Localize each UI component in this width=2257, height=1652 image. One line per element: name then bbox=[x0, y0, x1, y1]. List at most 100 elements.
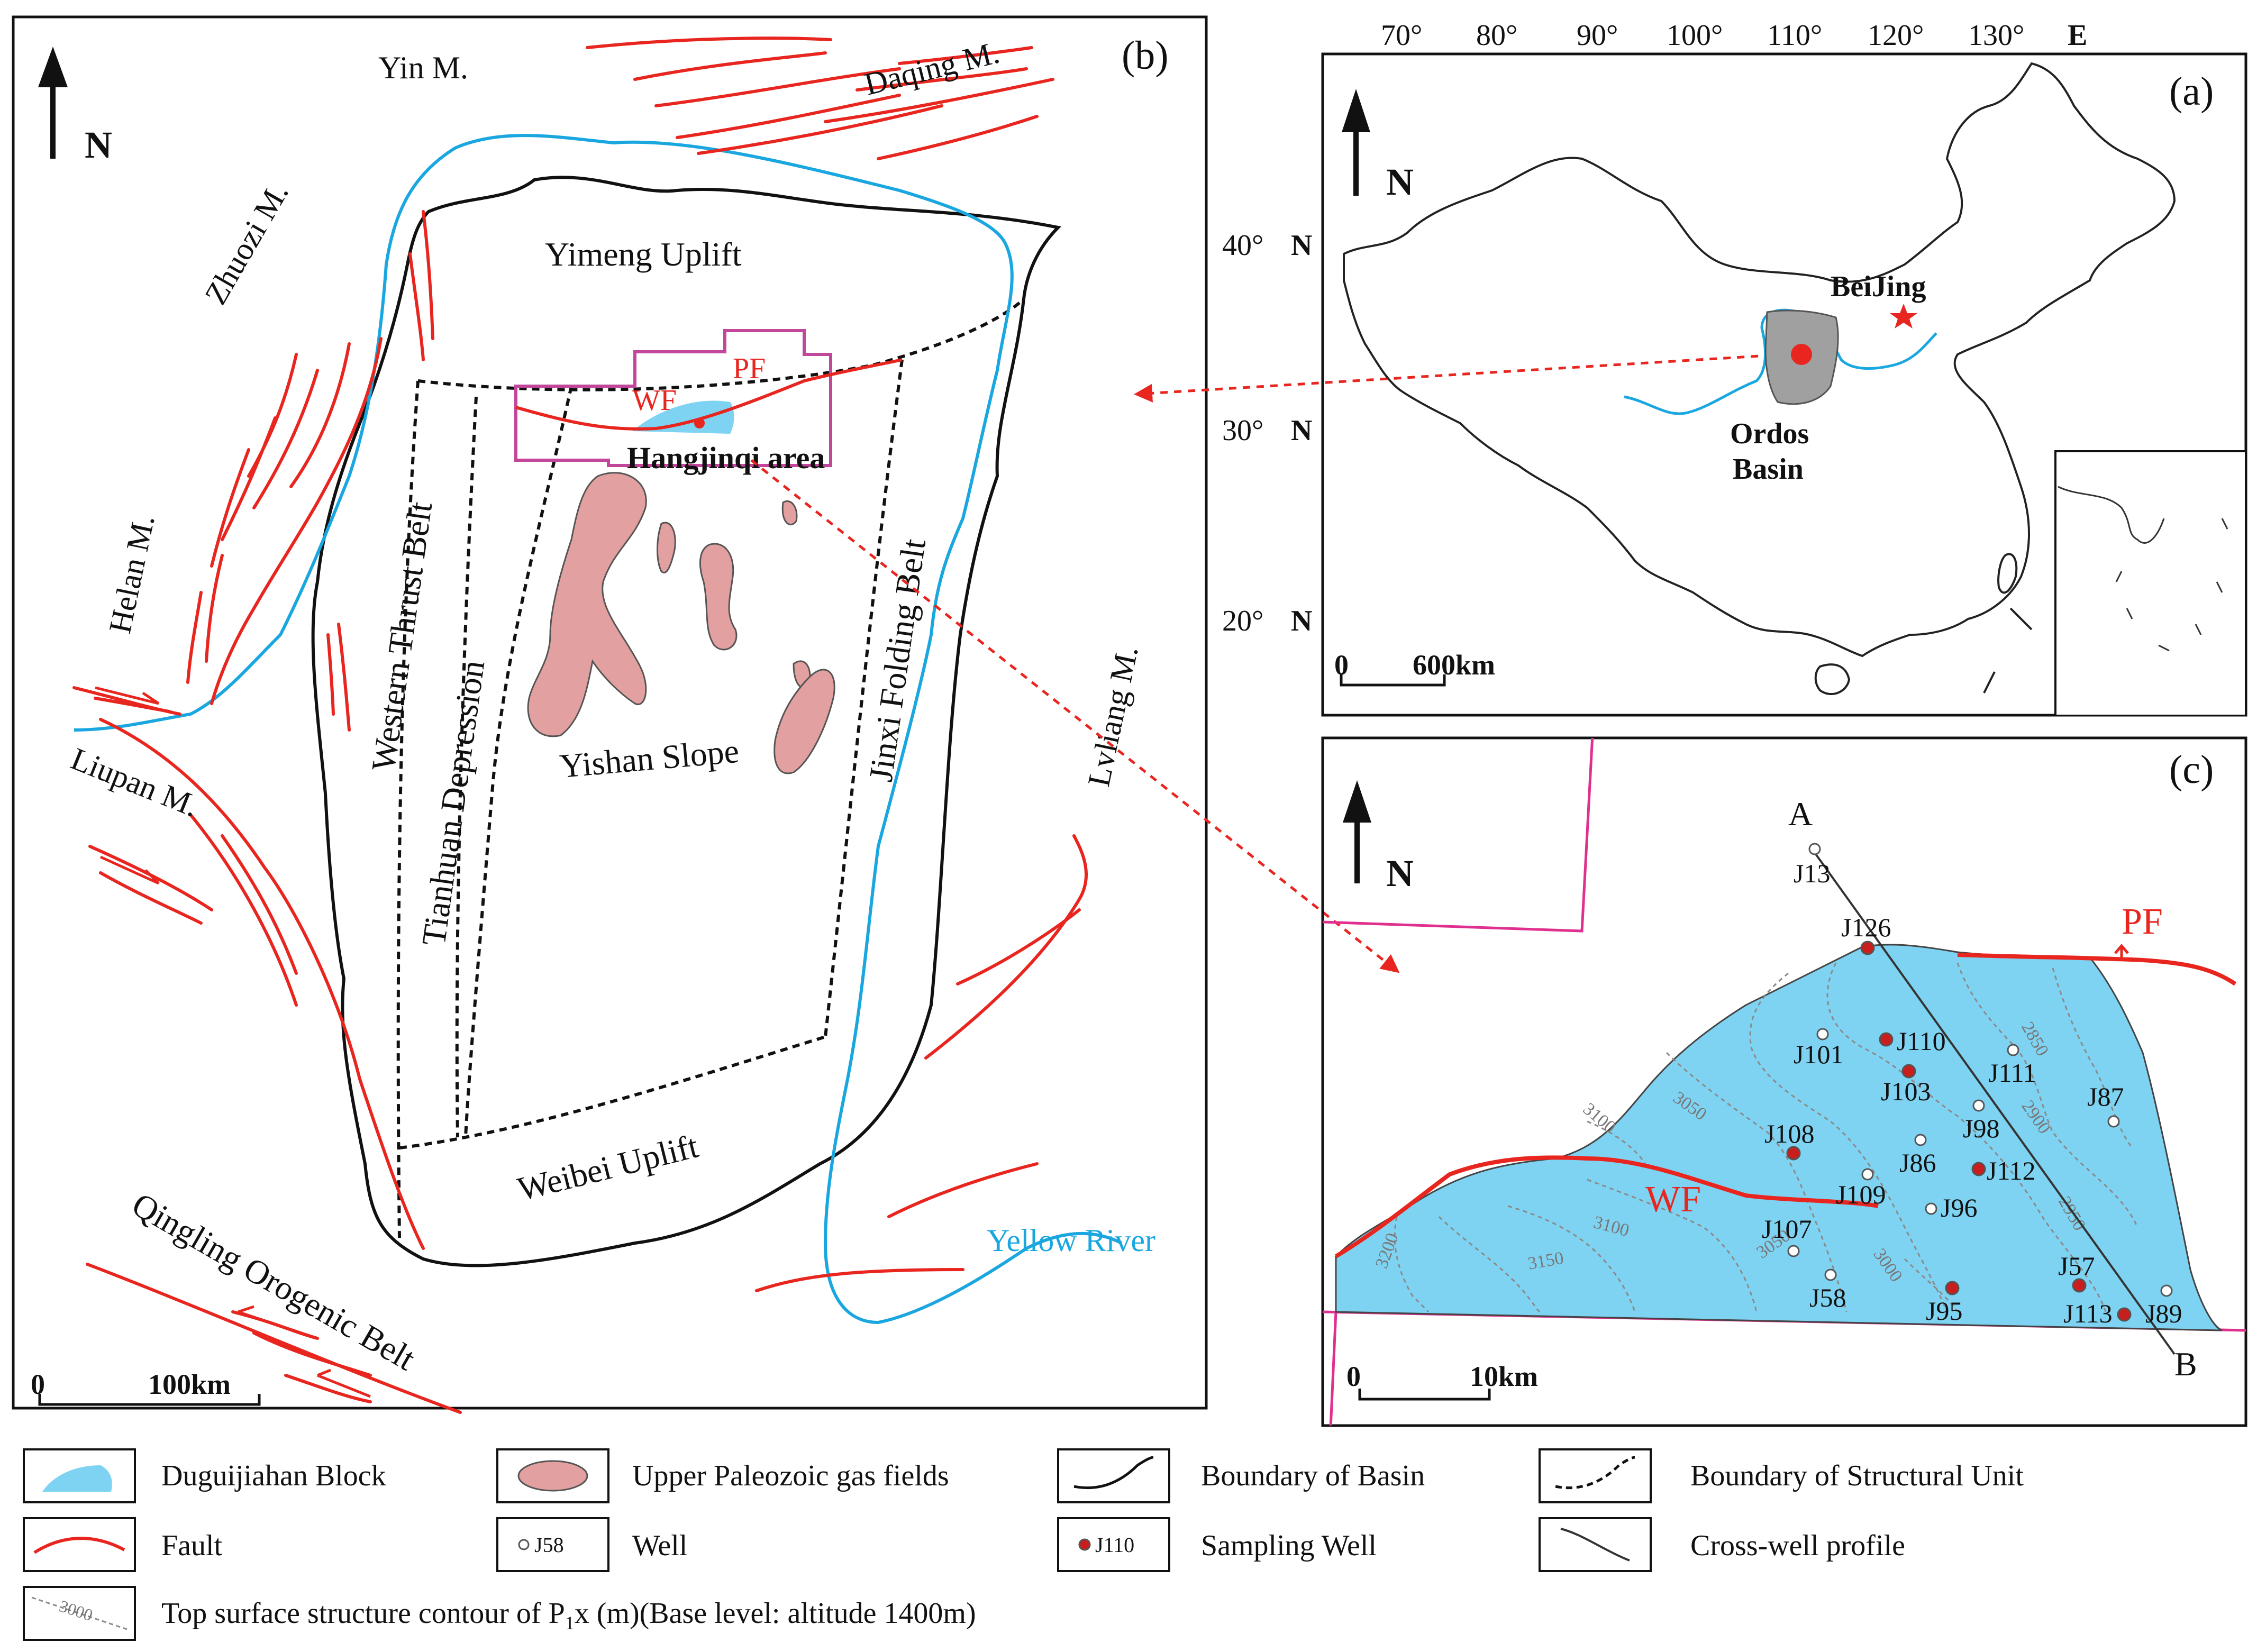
well-point bbox=[1914, 1134, 1927, 1146]
label-zhuozi-m: Zhuozi M. bbox=[198, 177, 295, 310]
north-arrow-a bbox=[1342, 89, 1370, 196]
fault-pf-arrow bbox=[2114, 944, 2129, 960]
well-label: J111 bbox=[1988, 1058, 2036, 1088]
lat-tick-40: 40° bbox=[1222, 229, 1263, 262]
north-arrow-c bbox=[1343, 780, 1371, 883]
north-label-c: N bbox=[1386, 852, 1414, 895]
lat-tick-40-n: N bbox=[1291, 229, 1312, 262]
sampling-well-point bbox=[1901, 1064, 1916, 1079]
sampling-well-point bbox=[1860, 941, 1875, 955]
sampling-well-labels: J126 J110 J103 J112 J108 J95 J57 J113 bbox=[1764, 912, 2113, 1328]
lon-tick-120: 120° bbox=[1868, 19, 1924, 52]
ordos-marker bbox=[1791, 344, 1812, 365]
taiwan-island bbox=[1997, 553, 2018, 594]
legend-label-block: Duguijiahan Block bbox=[161, 1459, 386, 1492]
panel-b-label: (b) bbox=[1122, 33, 1169, 78]
scale-zero-b: 0 bbox=[31, 1368, 45, 1400]
yellow-river-b bbox=[74, 134, 1123, 1325]
panel-a: N (a) 70° 80° 90° 100° 110° 120° 130° E … bbox=[1222, 19, 2247, 717]
lon-tick-80: 80° bbox=[1476, 19, 1517, 52]
legend-label-well: Well bbox=[632, 1529, 687, 1562]
well-labels: J13 J101 J111 J87 J98 J86 J109 J96 J107 … bbox=[1762, 859, 2182, 1328]
well-label: J101 bbox=[1794, 1039, 1843, 1069]
label-yin-m: Yin M. bbox=[378, 50, 468, 85]
scale-dist-c: 10km bbox=[1470, 1361, 1538, 1392]
fault-wf-pf-b bbox=[515, 358, 903, 431]
profile-end-b: B bbox=[2174, 1345, 2197, 1383]
label-jinxi-folding-belt: Jinxi Folding Belt bbox=[862, 536, 933, 784]
legend-swatch-well bbox=[496, 1517, 609, 1572]
label-wf-c: WF bbox=[1645, 1179, 1701, 1220]
well-label: J107 bbox=[1762, 1214, 1812, 1244]
legend-sampling-point bbox=[1078, 1538, 1091, 1551]
faults-b bbox=[72, 36, 1088, 1414]
legend-gas-shape bbox=[517, 1460, 588, 1492]
well-point bbox=[2007, 1044, 2019, 1056]
north-label-b: N bbox=[85, 124, 112, 166]
panel-a-frame bbox=[1321, 52, 2247, 717]
cross-well-profile bbox=[1811, 848, 2176, 1355]
label-western-thrust-belt: Western Thrust Belt bbox=[365, 499, 440, 773]
sampling-well-point bbox=[1945, 1281, 1960, 1295]
well-point bbox=[1925, 1202, 1937, 1215]
legend-contour-suffix: x (m)(Base level: altitude 1400m) bbox=[575, 1597, 976, 1630]
lat-tick-20: 20° bbox=[1222, 605, 1263, 637]
legend-contour-line bbox=[31, 1596, 128, 1630]
well-point bbox=[1972, 1099, 1985, 1112]
scale-zero-a: 0 bbox=[1334, 649, 1349, 681]
scale-dist-a: 600km bbox=[1413, 649, 1495, 681]
china-outline bbox=[1343, 62, 2176, 658]
legend-label-profile: Cross-well profile bbox=[1690, 1529, 1905, 1562]
lon-tick-70: 70° bbox=[1381, 19, 1422, 52]
well-label: J87 bbox=[2087, 1082, 2124, 1111]
legend-contour-prefix: Top surface structure contour of P bbox=[161, 1597, 565, 1630]
duguijiahan-block-b bbox=[632, 400, 734, 434]
legend-profile-line bbox=[1560, 1528, 1630, 1562]
well-label: J86 bbox=[1899, 1148, 1936, 1178]
sampling-well-point bbox=[1971, 1162, 1986, 1176]
scale-dist-b: 100km bbox=[148, 1368, 231, 1400]
legend-swatch-sampling bbox=[1057, 1517, 1170, 1572]
well-point bbox=[1816, 1028, 1829, 1041]
sampling-wells bbox=[1786, 941, 2132, 1322]
legend-label-gas: Upper Paleozoic gas fields bbox=[632, 1459, 949, 1492]
label-liupan-m: Liupan M. bbox=[66, 741, 204, 824]
label-lvliang-m: Lvliang M. bbox=[1081, 643, 1145, 790]
label-helan-m: Helan M. bbox=[102, 512, 161, 636]
label-ordos-2: Basin bbox=[1733, 453, 1804, 486]
legend-label-unit: Boundary of Structural Unit bbox=[1690, 1459, 2024, 1492]
well-label: J13 bbox=[1794, 859, 1830, 888]
label-yishan-slope: Yishan Slope bbox=[558, 732, 740, 785]
label-daqing-m: Daqing M. bbox=[861, 35, 1003, 102]
legend-unit-line bbox=[1555, 1456, 1635, 1490]
sampling-well-label: J108 bbox=[1764, 1119, 1814, 1148]
panel-c: 2850 2900 2950 3000 3050 3050 3100 3100 … bbox=[1321, 736, 2247, 1427]
legend-label-fault: Fault bbox=[161, 1529, 223, 1562]
legend-block-shape bbox=[42, 1465, 112, 1492]
legend-sampling-sample: J110 bbox=[1095, 1533, 1134, 1557]
panel-b-frame bbox=[12, 15, 1208, 1410]
north-label-a: N bbox=[1386, 161, 1414, 203]
lat-tick-20-n: N bbox=[1291, 605, 1312, 637]
sampling-well-point bbox=[2072, 1278, 2087, 1293]
well-label: J58 bbox=[1809, 1283, 1846, 1312]
well-label: J96 bbox=[1941, 1193, 1977, 1222]
well-label: J109 bbox=[1836, 1180, 1886, 1209]
sampling-well-label: J110 bbox=[1897, 1026, 1946, 1056]
scale-bar-c bbox=[1358, 1389, 1491, 1401]
label-tianhuan-depression: Tianhuan Depression bbox=[415, 658, 492, 948]
scale-bar-b bbox=[38, 1394, 261, 1406]
sampling-point-b bbox=[694, 418, 705, 428]
study-area-outline bbox=[514, 329, 832, 467]
sampling-well-label: J95 bbox=[1926, 1296, 1962, 1326]
sampling-well-label: J113 bbox=[2063, 1299, 2113, 1328]
panel-c-frame bbox=[1321, 736, 2247, 1427]
scale-bar-a bbox=[1340, 674, 1446, 687]
structural-unit-boundaries bbox=[396, 297, 1025, 1238]
legend-label-contour: Top surface structure contour of P1x (m)… bbox=[161, 1597, 976, 1633]
well-point bbox=[1824, 1268, 1837, 1281]
panel-b: N (b) Yin M. Daqing M. Zhuozi M. Helan M… bbox=[12, 15, 1208, 1414]
profile-end-a: A bbox=[1788, 795, 1813, 833]
lat-tick-30: 30° bbox=[1222, 414, 1263, 447]
